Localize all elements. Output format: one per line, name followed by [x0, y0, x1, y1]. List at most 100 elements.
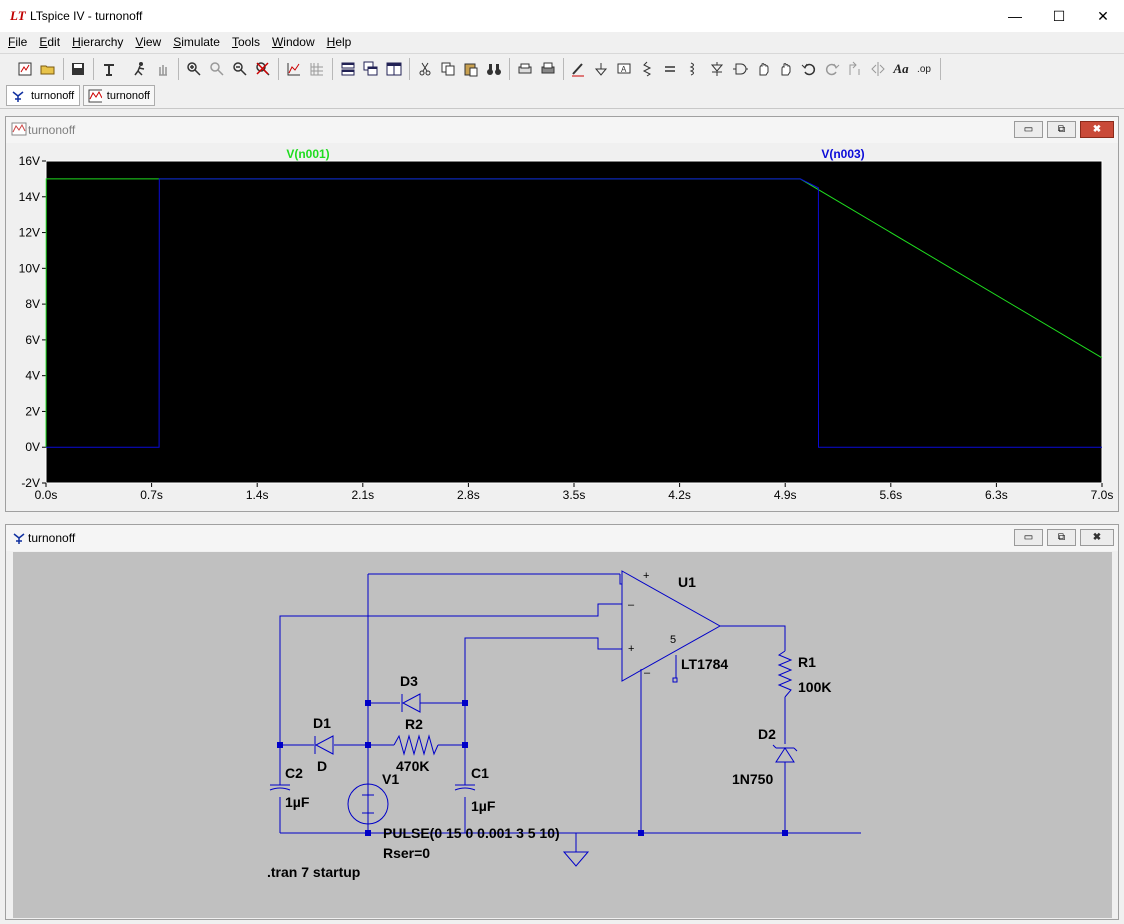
schematic-restore-button[interactable]: ⧉: [1047, 529, 1076, 546]
y-tick-label: 4V: [25, 369, 40, 383]
tile-horizontal-icon[interactable]: [338, 59, 358, 79]
drag-icon[interactable]: [776, 59, 796, 79]
waveform-minimize-button[interactable]: ▭: [1014, 121, 1043, 138]
y-tick-label: 0V: [25, 440, 40, 454]
capacitor-c1-symbol[interactable]: [454, 784, 476, 791]
schematic-canvas[interactable]: + – + 5 –: [13, 552, 1112, 918]
x-tick-label: 4.2s: [668, 488, 691, 502]
print-icon[interactable]: [538, 59, 558, 79]
label-net-icon[interactable]: A: [614, 59, 634, 79]
close-button[interactable]: ✕: [1097, 7, 1109, 24]
diode-d1-symbol[interactable]: [314, 735, 334, 755]
wires: [279, 573, 861, 852]
menu-tools[interactable]: Tools: [231, 35, 260, 49]
menu-view[interactable]: View: [135, 35, 162, 49]
menu-bar: File Edit Hierarchy View Simulate Tools …: [0, 32, 1124, 52]
menu-file[interactable]: File: [8, 35, 28, 49]
r2-value: 470K: [396, 758, 429, 774]
legend-vn001[interactable]: V(n001): [286, 147, 329, 161]
zoom-pan-icon[interactable]: [207, 59, 227, 79]
tab-waveform[interactable]: turnonoff: [83, 85, 155, 106]
y-tick-label: 8V: [25, 297, 40, 311]
zoom-cancel-icon[interactable]: [253, 59, 273, 79]
trace-vn003[interactable]: [46, 178, 1102, 448]
menu-hierarchy[interactable]: Hierarchy: [72, 35, 124, 49]
menu-edit[interactable]: Edit: [39, 35, 61, 49]
diode-icon[interactable]: [707, 59, 727, 79]
waveform-window-title: turnonoff: [28, 123, 76, 137]
menu-help[interactable]: Help: [326, 35, 352, 49]
minimize-button[interactable]: —: [1008, 8, 1022, 24]
waveform-close-button[interactable]: ✖: [1080, 121, 1114, 138]
zoom-out-icon[interactable]: [230, 59, 250, 79]
legend-vn003[interactable]: V(n003): [821, 147, 864, 161]
u1-pin-5: 5: [670, 634, 676, 646]
grid-icon[interactable]: [307, 59, 327, 79]
x-tick-label: 0.0s: [35, 488, 58, 502]
redo-icon[interactable]: [822, 59, 842, 79]
resistor-r2-symbol[interactable]: [393, 734, 439, 756]
maximize-button[interactable]: ☐: [1052, 7, 1066, 24]
autorange-icon[interactable]: [284, 59, 304, 79]
plot-area[interactable]: [45, 160, 1103, 484]
tran-directive[interactable]: .tran 7 startup: [267, 864, 360, 880]
draw-wire-icon[interactable]: [568, 59, 588, 79]
control-panel-icon[interactable]: [99, 59, 119, 79]
text-icon[interactable]: Aa: [893, 61, 909, 76]
cascade-icon[interactable]: [361, 59, 381, 79]
run-icon[interactable]: [130, 59, 150, 79]
opamp-u1-symbol[interactable]: [621, 570, 722, 682]
tab-label: turnonoff: [106, 89, 150, 102]
x-tick-label: 5.6s: [879, 488, 902, 502]
component-icon[interactable]: [730, 59, 750, 79]
u1-pin-minus-bottom: –: [644, 667, 651, 679]
cut-icon[interactable]: [415, 59, 435, 79]
find-icon[interactable]: [484, 59, 504, 79]
tile-vertical-icon[interactable]: [384, 59, 404, 79]
y-tick-label: 2V: [25, 404, 40, 418]
zoom-in-icon[interactable]: [184, 59, 204, 79]
halt-icon[interactable]: [153, 59, 173, 79]
x-tick-label: 6.3s: [985, 488, 1008, 502]
diode-d3-symbol[interactable]: [401, 693, 421, 713]
ground-symbol[interactable]: [562, 851, 590, 867]
resistor-r1-symbol[interactable]: [777, 650, 793, 698]
spice-directive-icon[interactable]: .op: [917, 63, 931, 75]
schematic-icon: [12, 90, 24, 102]
toolbar: A Aa .op: [0, 53, 1124, 85]
rotate-icon[interactable]: [845, 59, 865, 79]
menu-window[interactable]: Window: [271, 35, 315, 49]
open-icon[interactable]: [38, 59, 58, 79]
u1-model: LT1784: [681, 656, 728, 672]
waveform-restore-button[interactable]: ⧉: [1047, 121, 1076, 138]
v1-name: V1: [382, 771, 399, 787]
menu-simulate[interactable]: Simulate: [173, 35, 220, 49]
tab-schematic[interactable]: turnonoff: [6, 85, 80, 106]
undo-icon[interactable]: [799, 59, 819, 79]
app-logo-icon: LT: [10, 8, 26, 23]
x-tick-label: 2.1s: [351, 488, 374, 502]
c1-value: 1µF: [471, 798, 496, 814]
capacitor-icon[interactable]: [660, 59, 680, 79]
voltage-source-v1-symbol[interactable]: [347, 783, 389, 825]
new-schematic-icon[interactable]: [15, 59, 35, 79]
schematic-icon: [13, 533, 25, 544]
ground-icon[interactable]: [591, 59, 611, 79]
mirror-icon[interactable]: [868, 59, 888, 79]
schematic-close-button[interactable]: ✖: [1080, 529, 1114, 546]
capacitor-c2-symbol[interactable]: [269, 784, 291, 791]
v1-rser: Rser=0: [383, 845, 430, 861]
zener-d2-symbol[interactable]: [772, 744, 798, 763]
resistor-icon[interactable]: [637, 59, 657, 79]
d1-name: D1: [313, 715, 331, 731]
paste-icon[interactable]: [461, 59, 481, 79]
move-icon[interactable]: [753, 59, 773, 79]
save-icon[interactable]: [68, 59, 88, 79]
x-tick-label: 1.4s: [246, 488, 269, 502]
print-preview-icon[interactable]: [515, 59, 535, 79]
copy-icon[interactable]: [438, 59, 458, 79]
inductor-icon[interactable]: [683, 59, 703, 79]
document-tabs: turnonoff turnonoff: [0, 84, 1124, 109]
schematic-minimize-button[interactable]: ▭: [1014, 529, 1043, 546]
